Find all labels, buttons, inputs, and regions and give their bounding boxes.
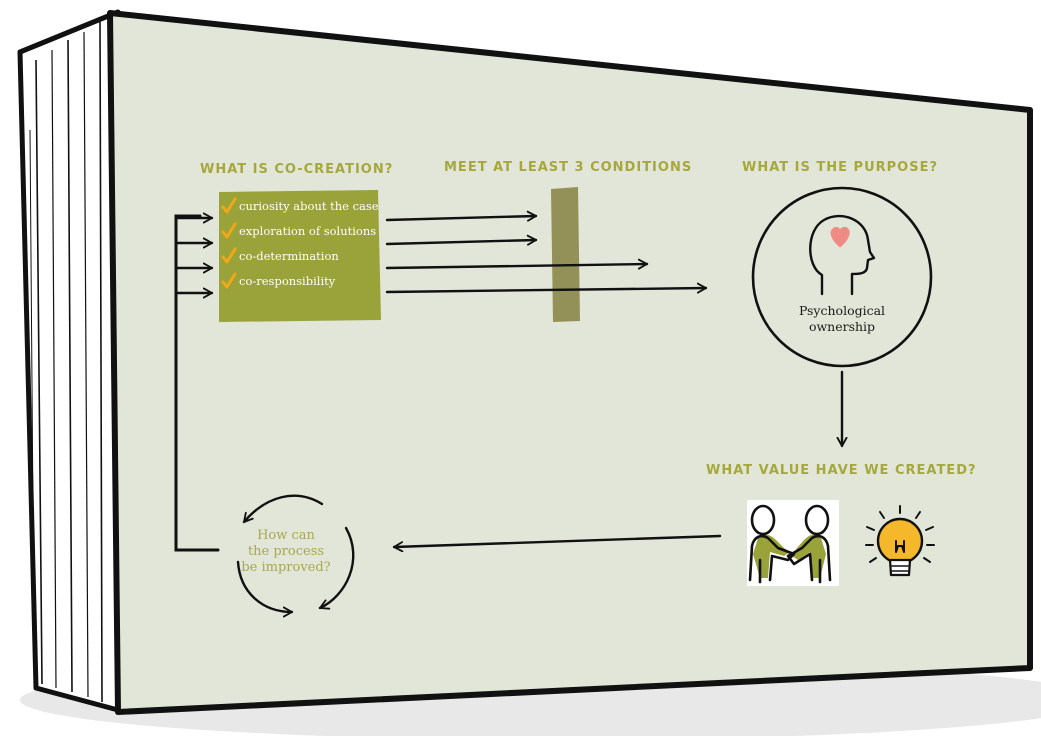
- condition-label: exploration of solutions: [239, 224, 377, 238]
- check-icon: [221, 247, 237, 264]
- conditions-gate: [551, 187, 580, 322]
- check-icon: [221, 222, 237, 239]
- heading-value-created: WHAT VALUE HAVE WE CREATED?: [706, 463, 977, 478]
- check-icon: [221, 197, 237, 214]
- condition-item: exploration of solutions: [219, 219, 379, 244]
- cycle-arrows-icon: [236, 494, 355, 618]
- conditions-box: [219, 190, 381, 322]
- purpose-circle: [751, 186, 933, 368]
- heading-what-is-co-creation: WHAT IS CO-CREATION?: [200, 162, 394, 177]
- condition-input-arrows: [174, 212, 214, 299]
- condition-arrows: [385, 210, 708, 294]
- purpose-line-1: Psychological: [798, 303, 886, 318]
- improve-line-2: the process: [247, 544, 325, 559]
- condition-item: co-determination: [219, 244, 379, 269]
- lightbulb-icon: [865, 505, 935, 577]
- head-with-heart-icon: [809, 214, 876, 296]
- check-icon: [221, 272, 237, 289]
- conditions-list: curiosity about the case exploration of …: [219, 194, 379, 294]
- condition-label: co-responsibility: [239, 274, 336, 288]
- feedback-bracket: [174, 214, 220, 552]
- condition-item: curiosity about the case: [219, 194, 379, 219]
- heading-conditions: MEET AT LEAST 3 CONDITIONS: [444, 160, 693, 175]
- condition-item: co-responsibility: [219, 269, 379, 294]
- improve-line-1: How can: [257, 528, 315, 543]
- return-arrow: [392, 534, 722, 553]
- purpose-label: Psychological ownership: [762, 303, 922, 335]
- heading-purpose: WHAT IS THE PURPOSE?: [742, 160, 939, 175]
- book-pages: [17, 9, 121, 713]
- improve-line-3: be improved?: [241, 560, 331, 575]
- board-background: [107, 10, 1033, 715]
- improve-question: How can the process be improved?: [221, 528, 351, 576]
- handshake-icon: [747, 500, 839, 586]
- condition-label: curiosity about the case: [239, 199, 379, 213]
- condition-label: co-determination: [239, 249, 339, 263]
- purpose-line-2: ownership: [808, 319, 876, 334]
